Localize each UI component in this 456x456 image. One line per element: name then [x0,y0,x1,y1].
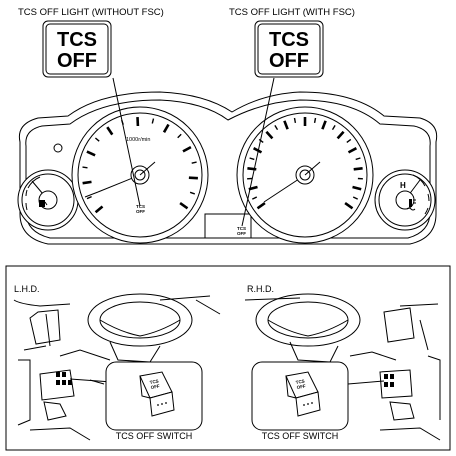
gauge-tick [177,133,182,139]
tcs-off-indicator-left-line2: OFF [136,209,145,214]
tachometer: 1000r/min TCS OFF [71,106,209,244]
tcs-off-indicator-right-line1: TCS [237,226,246,231]
lhd-tcs-off-switch-illustration: TCS OFF [139,371,175,417]
callout-left-line1: TCS [57,29,97,51]
gauge-tick [188,176,198,180]
gauge-tick [94,205,104,214]
tachometer-scale-ticks [82,117,198,214]
speedometer-scale-ticks [247,117,363,210]
fuel-gauge [17,143,79,231]
lhd-switch-face-line1: TCS [149,378,159,384]
tcs-off-indicator-right-line2: OFF [237,231,246,236]
gauge-tick [86,195,92,200]
gauge-tick [189,191,196,195]
callout-right-line1: TCS [269,29,309,51]
tcs-off-indicator-left-line1: TCS [136,204,145,209]
tcs-off-indicator-right: TCS OFF [237,226,246,236]
rhd-tcs-off-switch-illustration: TCS OFF [285,371,321,417]
gauge-tick [321,120,327,130]
temperature-gauge: H [374,169,436,231]
lhd-leader-line [69,378,113,383]
gauge-tick [256,202,266,210]
speedometer: TCS OFF [236,106,374,244]
rhd-dashboard-sketch [244,293,441,441]
gauge-tick [258,138,264,143]
rhd-switch-face-line2: OFF [296,383,306,390]
gauge-tick [252,147,263,154]
leader-line-left [112,77,141,207]
rhd-switch-caption: TCS OFF SWITCH [262,431,339,441]
center-display-window [204,213,252,239]
gauge-tick [106,126,114,136]
rhd-switch-face-line1: TCS [295,378,305,384]
gauge-tick [182,145,192,153]
leader-line-right [241,77,275,227]
gauge-tick [249,157,255,161]
gauge-tick [86,150,96,157]
fuel-pump-icon [39,200,48,207]
tcs-off-indicator-left: TCS OFF [136,204,145,214]
gauge-tick [347,147,358,154]
temperature-hot-label: H [400,181,406,190]
gauge-tick [336,130,345,140]
lhd-dashboard-sketch [13,293,221,441]
gauge-tick [265,130,274,140]
rhd-leader-line [347,380,385,385]
gauge-tick [352,196,358,200]
label-tcs-off-light-without-fsc: TCS OFF LIGHT (WITHOUT FSC) [18,7,164,18]
gauge-tick [313,117,317,124]
lhd-switch-face-line2: OFF [150,383,160,390]
gauge-tick [191,161,197,164]
gauge-tick [94,137,100,142]
callout-tcs-off-left: TCS OFF [42,20,112,78]
callout-right-line2: OFF [269,50,309,72]
callout-tcs-off-right: TCS OFF [254,20,324,78]
gauge-tick [283,120,289,130]
gauge-tick [355,157,361,161]
lhd-switch-callout: TCS OFF TCS OFF SWITCH [105,361,203,441]
callout-left-line2: OFF [57,50,97,72]
label-tcs-off-light-with-fsc: TCS OFF LIGHT (WITH FSC) [229,7,355,18]
gauge-tick [252,196,258,200]
gauge-tick [274,125,279,131]
gauge-tick [151,118,155,124]
coolant-temperature-icon [406,199,416,211]
instrument-cluster: 1000r/min TCS OFF TCS OFF [17,91,438,245]
gauge-tick [346,138,352,143]
gauge-tick [353,167,363,171]
gauge-tick [344,202,354,210]
gauge-tick [352,185,362,191]
lhd-switch-caption: TCS OFF SWITCH [116,431,193,441]
gauge-tick [331,125,336,131]
tachometer-unit-label: 1000r/min [126,137,150,143]
gauge-tick [82,180,92,185]
gauge-tick [247,167,257,171]
gauge-tick [179,202,189,210]
switch-location-panel [5,265,451,451]
lhd-label: L.H.D. [14,284,40,294]
gauge-tick [293,117,297,124]
gauge-tick [162,123,170,133]
rhd-label: R.H.D. [247,284,274,294]
rhd-switch-callout: TCS OFF TCS OFF SWITCH [251,361,349,441]
gauge-tick [82,166,88,169]
